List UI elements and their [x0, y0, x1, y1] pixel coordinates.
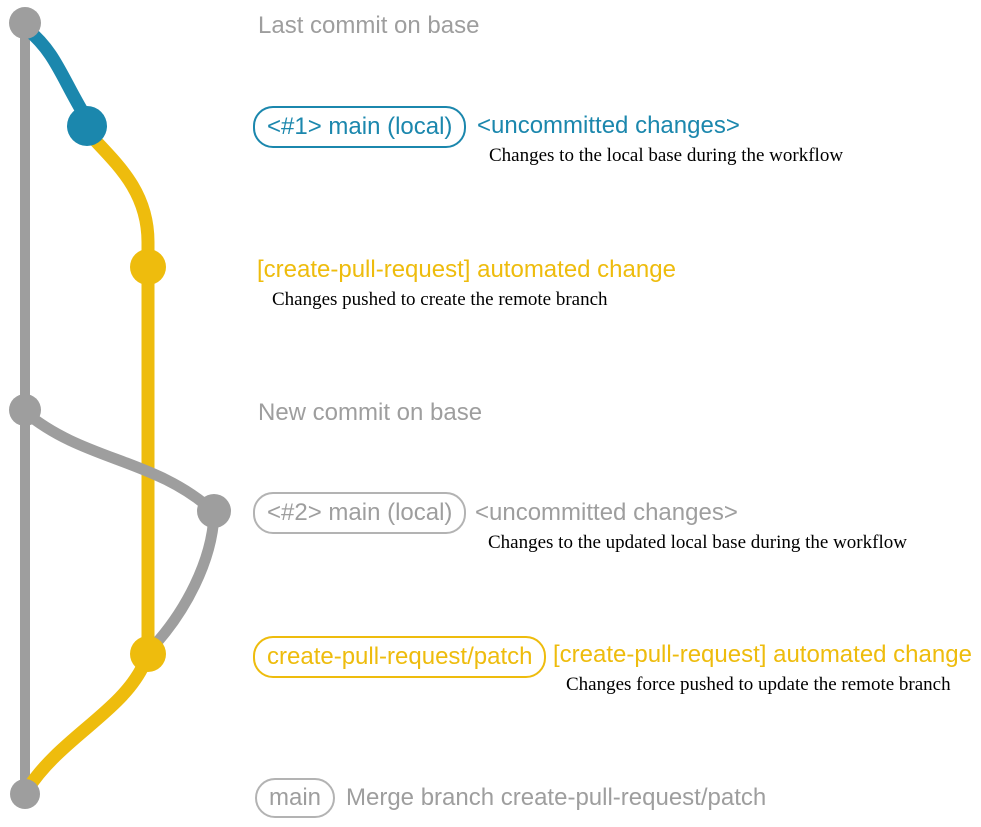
- uncommitted-changes-caption-2: Changes to the updated local base during…: [488, 532, 907, 553]
- commit-dot-local-main-2: [197, 494, 231, 528]
- merge-branch-label: Merge branch create-pull-request/patch: [346, 784, 767, 811]
- base-to-local-main-2-curve: [19, 406, 220, 518]
- local-main-2-to-force-push-curve: [144, 509, 220, 656]
- commit-dot-remote-branch-create: [130, 249, 166, 285]
- remote-branch-merge-curve: [20, 657, 151, 797]
- branch-badge-create-pull-request-patch: create-pull-request/patch: [253, 636, 547, 678]
- automated-change-caption-1: Changes pushed to create the remote bran…: [272, 289, 608, 310]
- automated-change-label-2: [create-pull-request] automated change: [553, 641, 972, 668]
- branch-badge-main-local-1: <#1> main (local): [253, 106, 467, 148]
- local-main-branch-curve: [21, 23, 92, 123]
- uncommitted-changes-label-1: <uncommitted changes>: [477, 112, 740, 139]
- commit-dot-last-commit-on-base: [9, 7, 41, 39]
- commit-dot-remote-branch-force-push: [130, 636, 166, 672]
- commit-dot-local-main-1: [67, 106, 107, 146]
- commit-dot-new-commit-on-base: [9, 394, 41, 426]
- commit-graph: [9, 7, 231, 809]
- commit-dot-merge-on-base: [10, 779, 40, 809]
- last-commit-on-base-label: Last commit on base: [258, 12, 480, 39]
- remote-branch-line: [84, 129, 155, 661]
- branch-badge-main: main: [255, 778, 336, 818]
- new-commit-on-base-label: New commit on base: [258, 399, 483, 426]
- automated-change-label-1: [create-pull-request] automated change: [257, 256, 676, 283]
- uncommitted-changes-caption-1: Changes to the local base during the wor…: [489, 145, 844, 166]
- branch-badge-main-local-2: <#2> main (local): [253, 492, 467, 534]
- automated-change-caption-2: Changes force pushed to update the remot…: [566, 674, 951, 695]
- uncommitted-changes-label-2: <uncommitted changes>: [475, 499, 738, 526]
